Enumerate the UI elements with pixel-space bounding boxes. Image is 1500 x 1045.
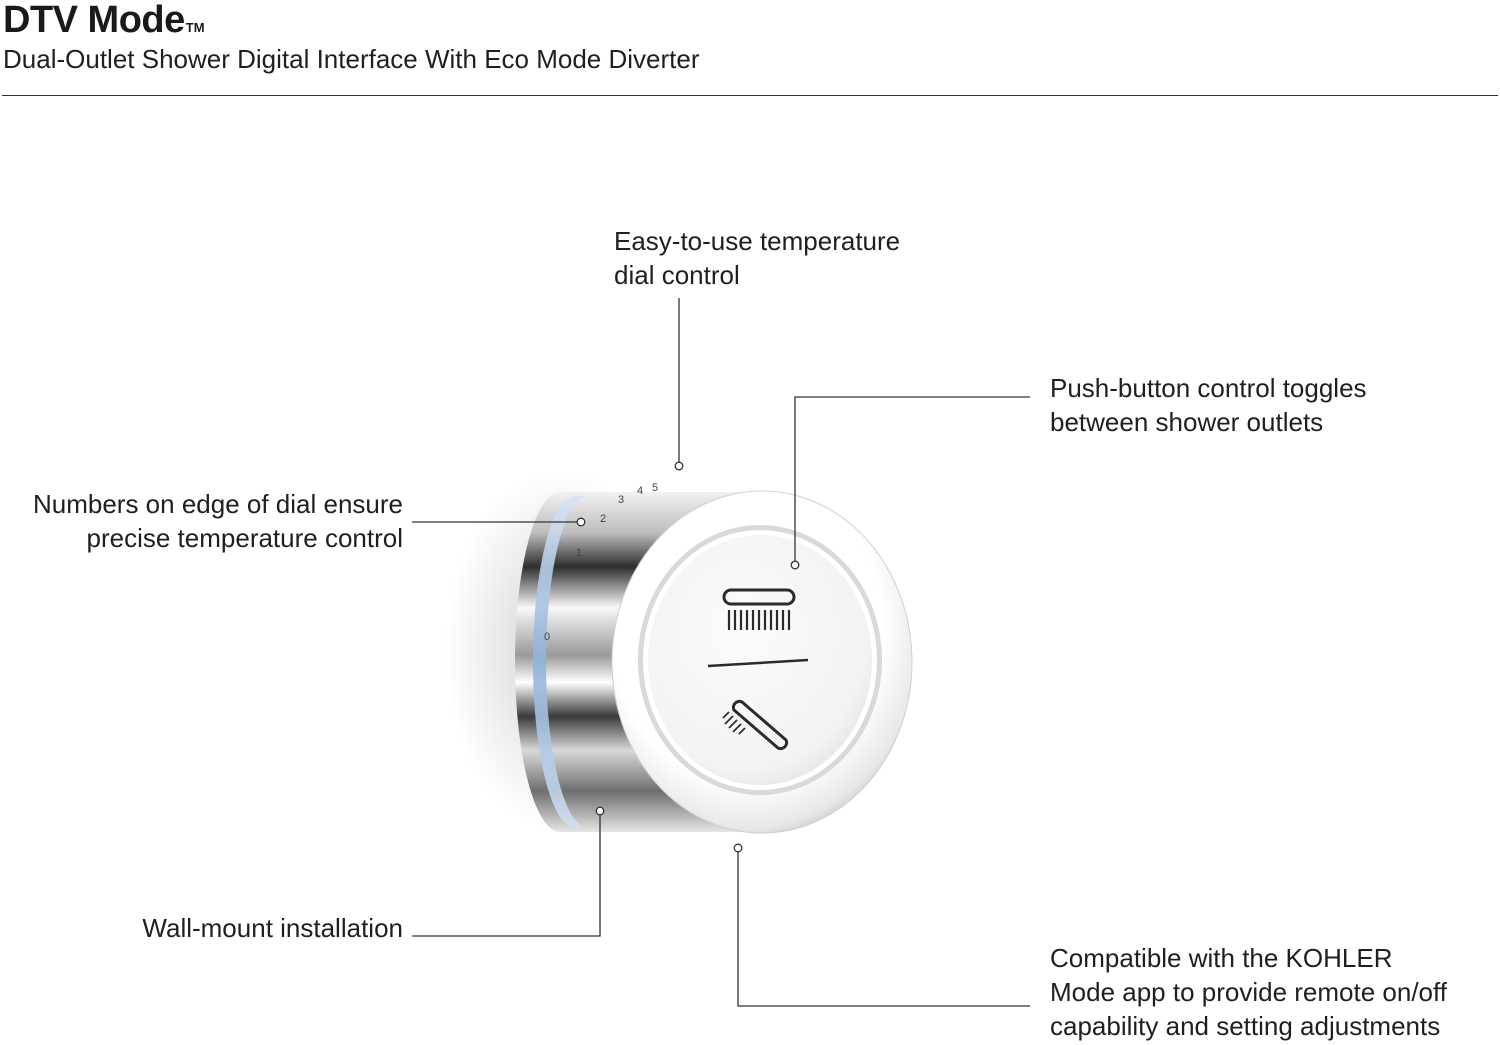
leader-wall-mount — [412, 815, 601, 937]
number-band — [533, 496, 588, 828]
button-divider — [707, 658, 809, 668]
callout-wall-mount: Wall-mount installation — [142, 913, 403, 943]
handshower-icon — [722, 699, 789, 751]
title-text: DTV Mode — [3, 0, 185, 41]
endpoint-push-button — [790, 560, 800, 570]
leader-endpoints — [576, 461, 800, 853]
dial-number: 0 — [544, 631, 550, 643]
dial-number: 4 — [637, 485, 643, 497]
endpoint-temperature-dial — [674, 461, 684, 471]
page-title: DTV ModeTM — [3, 0, 205, 50]
dial-number: 1 — [576, 547, 582, 559]
callout-temperature-dial: Easy-to-use temperature dial control — [614, 226, 901, 290]
leader-app — [737, 852, 1030, 1007]
endpoint-app — [733, 843, 743, 853]
dial-number: 5 — [652, 482, 658, 494]
endpoint-wall-mount — [595, 806, 605, 816]
callout-app-compatible: Compatible with the KOHLER Mode app to p… — [1050, 943, 1447, 1041]
push-button[interactable] — [648, 535, 872, 785]
rain-showerhead-icon — [722, 588, 796, 630]
leader-lines — [412, 298, 1030, 1007]
header-divider — [2, 95, 1498, 96]
dial-numbers: 0 1 2 3 4 5 — [544, 482, 658, 643]
trademark-mark: TM — [185, 20, 205, 35]
dial-number: 2 — [600, 513, 606, 525]
callout-push-button: Push-button control toggles between show… — [1050, 373, 1367, 437]
callout-numbers-edge: Numbers on edge of dial ensure precise t… — [32, 489, 403, 553]
dial-number: 3 — [618, 494, 624, 506]
page-subtitle: Dual-Outlet Shower Digital Interface Wit… — [3, 44, 700, 74]
endpoint-numbers-edge — [576, 517, 586, 527]
leader-push-button — [794, 396, 1030, 561]
